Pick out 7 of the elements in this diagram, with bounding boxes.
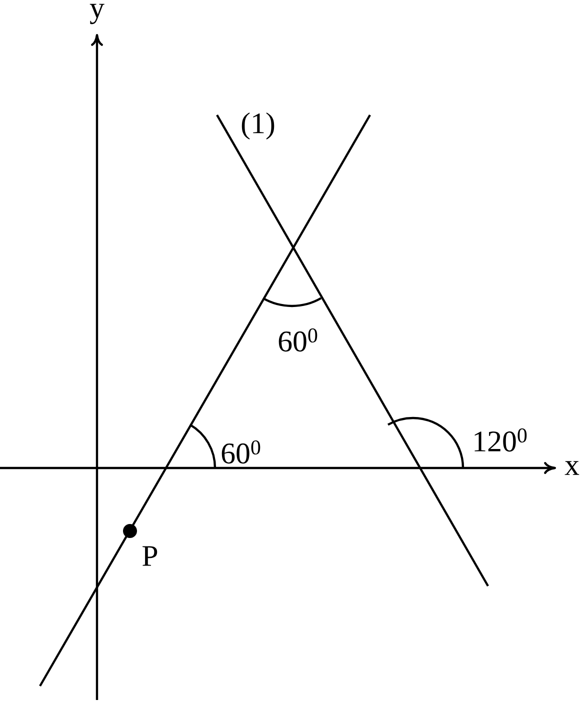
angle-label: 60$^{0}$: [222, 440, 260, 464]
angle-label: 120$^{0}$: [474, 428, 527, 452]
line-label: (1): [242, 112, 274, 140]
angle-label: 60$^{0}$: [278, 328, 318, 352]
point-label: P: [142, 546, 158, 566]
axis-label: x: [564, 461, 580, 475]
axis-label: y: [90, 4, 104, 24]
